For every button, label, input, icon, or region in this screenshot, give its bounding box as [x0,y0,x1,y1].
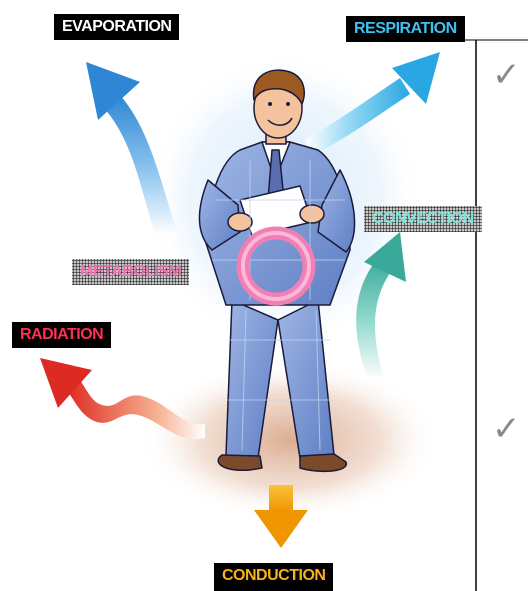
radiation-label: RADIATION [12,322,111,348]
table-border [448,40,528,591]
respiration-label: RESPIRATION [346,16,465,42]
metabolism-label: METABOLISM [72,259,189,285]
checkmark-icon: ✓ [492,58,521,92]
conduction-label: CONDUCTION [214,563,333,591]
evaporation-label: EVAPORATION [54,14,179,40]
checkmark-icon: ✓ [492,412,521,446]
convection-label: CONVECTION [364,206,482,232]
